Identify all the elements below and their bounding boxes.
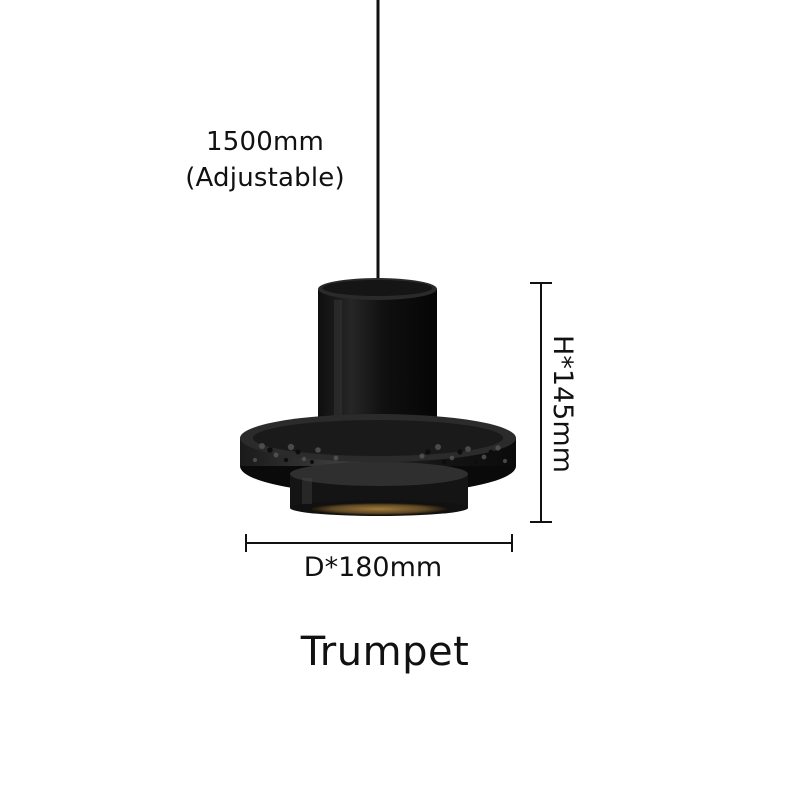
- height-dimension-label: H*145mm: [547, 335, 578, 473]
- product-model-name: Trumpet: [300, 629, 470, 675]
- lamp-textured-ring: [240, 414, 516, 494]
- cable-length-note: (Adjustable): [185, 163, 345, 193]
- width-dimension-line: [245, 534, 513, 552]
- height-dimension-line: [530, 282, 552, 523]
- lamp-upper-cylinder: [318, 278, 437, 429]
- cable-length-value: 1500mm: [205, 127, 325, 157]
- lamp-inner-shade: [290, 462, 468, 516]
- diameter-dimension-label: D*180mm: [303, 552, 443, 583]
- cable-length-label: 1500mm (Adjustable): [170, 124, 360, 196]
- lamp-light-opening: [311, 503, 447, 515]
